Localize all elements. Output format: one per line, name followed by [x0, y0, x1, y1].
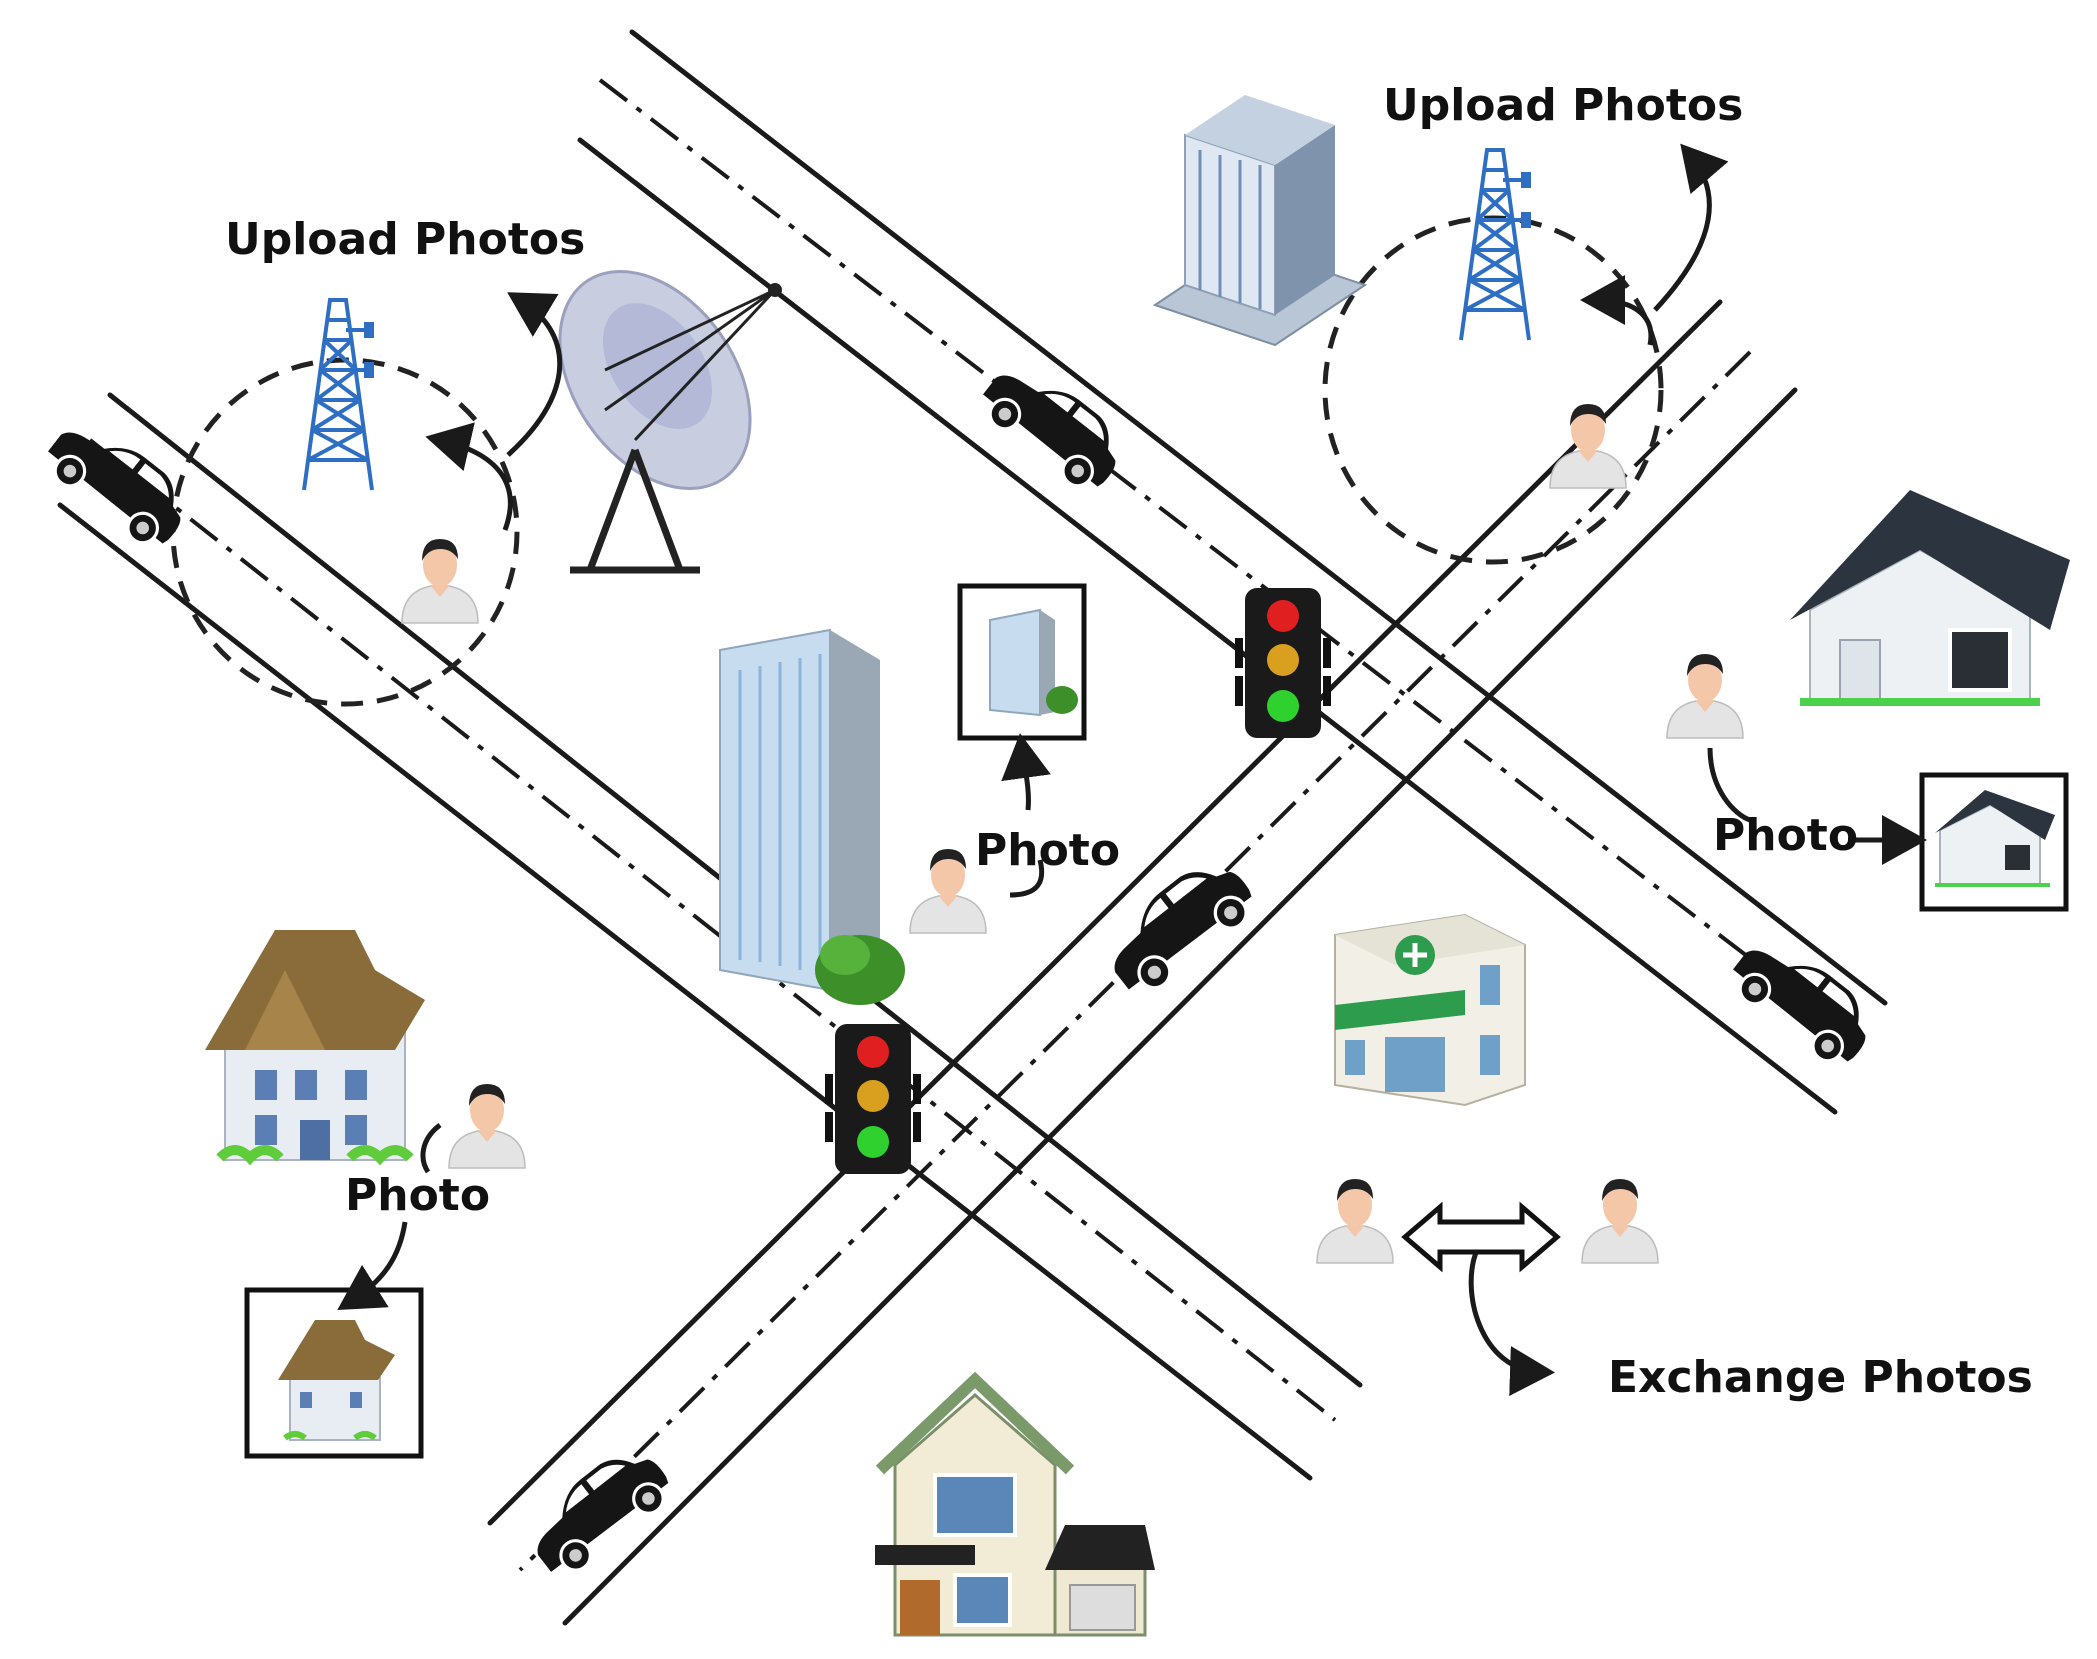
car-icon	[36, 406, 202, 559]
car-icon	[515, 1435, 681, 1587]
coverage-circle-right	[1322, 215, 1664, 565]
road-upper-diagonal	[577, 29, 1888, 1115]
photo-label-center: Photo	[975, 825, 1120, 876]
car-icon	[1721, 924, 1887, 1077]
house-icon	[1788, 488, 2072, 708]
photo-thumbnail-icon	[1919, 772, 2069, 912]
house-icon	[205, 930, 425, 1160]
person-icon	[448, 1083, 526, 1169]
person-icon	[1666, 653, 1744, 739]
cell-tower-icon	[1459, 148, 1533, 342]
traffic-light-icon	[1235, 588, 1331, 738]
double-arrow-icon	[1401, 1201, 1561, 1273]
satellite-dish-icon	[521, 236, 790, 570]
exchange-photos-label: Exchange Photos	[1608, 1352, 2033, 1403]
house-icon	[875, 1380, 1155, 1635]
person-icon	[1581, 1178, 1659, 1264]
person-icon	[1549, 403, 1627, 489]
building-icon	[718, 628, 907, 1007]
upload-photos-label-right: Upload Photos	[1383, 80, 1743, 131]
pharmacy-icon	[1335, 915, 1525, 1105]
photo-label-left: Photo	[345, 1170, 490, 1221]
person-icon	[401, 538, 479, 624]
building-icon	[1153, 93, 1367, 347]
upload-photos-label-left: Upload Photos	[225, 214, 585, 265]
photo-thumbnail-icon	[957, 583, 1087, 741]
cell-tower-icon	[302, 298, 376, 492]
traffic-light-icon	[825, 1024, 921, 1174]
person-icon	[1316, 1178, 1394, 1264]
car-icon	[971, 349, 1137, 502]
photo-label-right: Photo	[1713, 810, 1858, 861]
photo-thumbnail-icon	[244, 1287, 424, 1459]
